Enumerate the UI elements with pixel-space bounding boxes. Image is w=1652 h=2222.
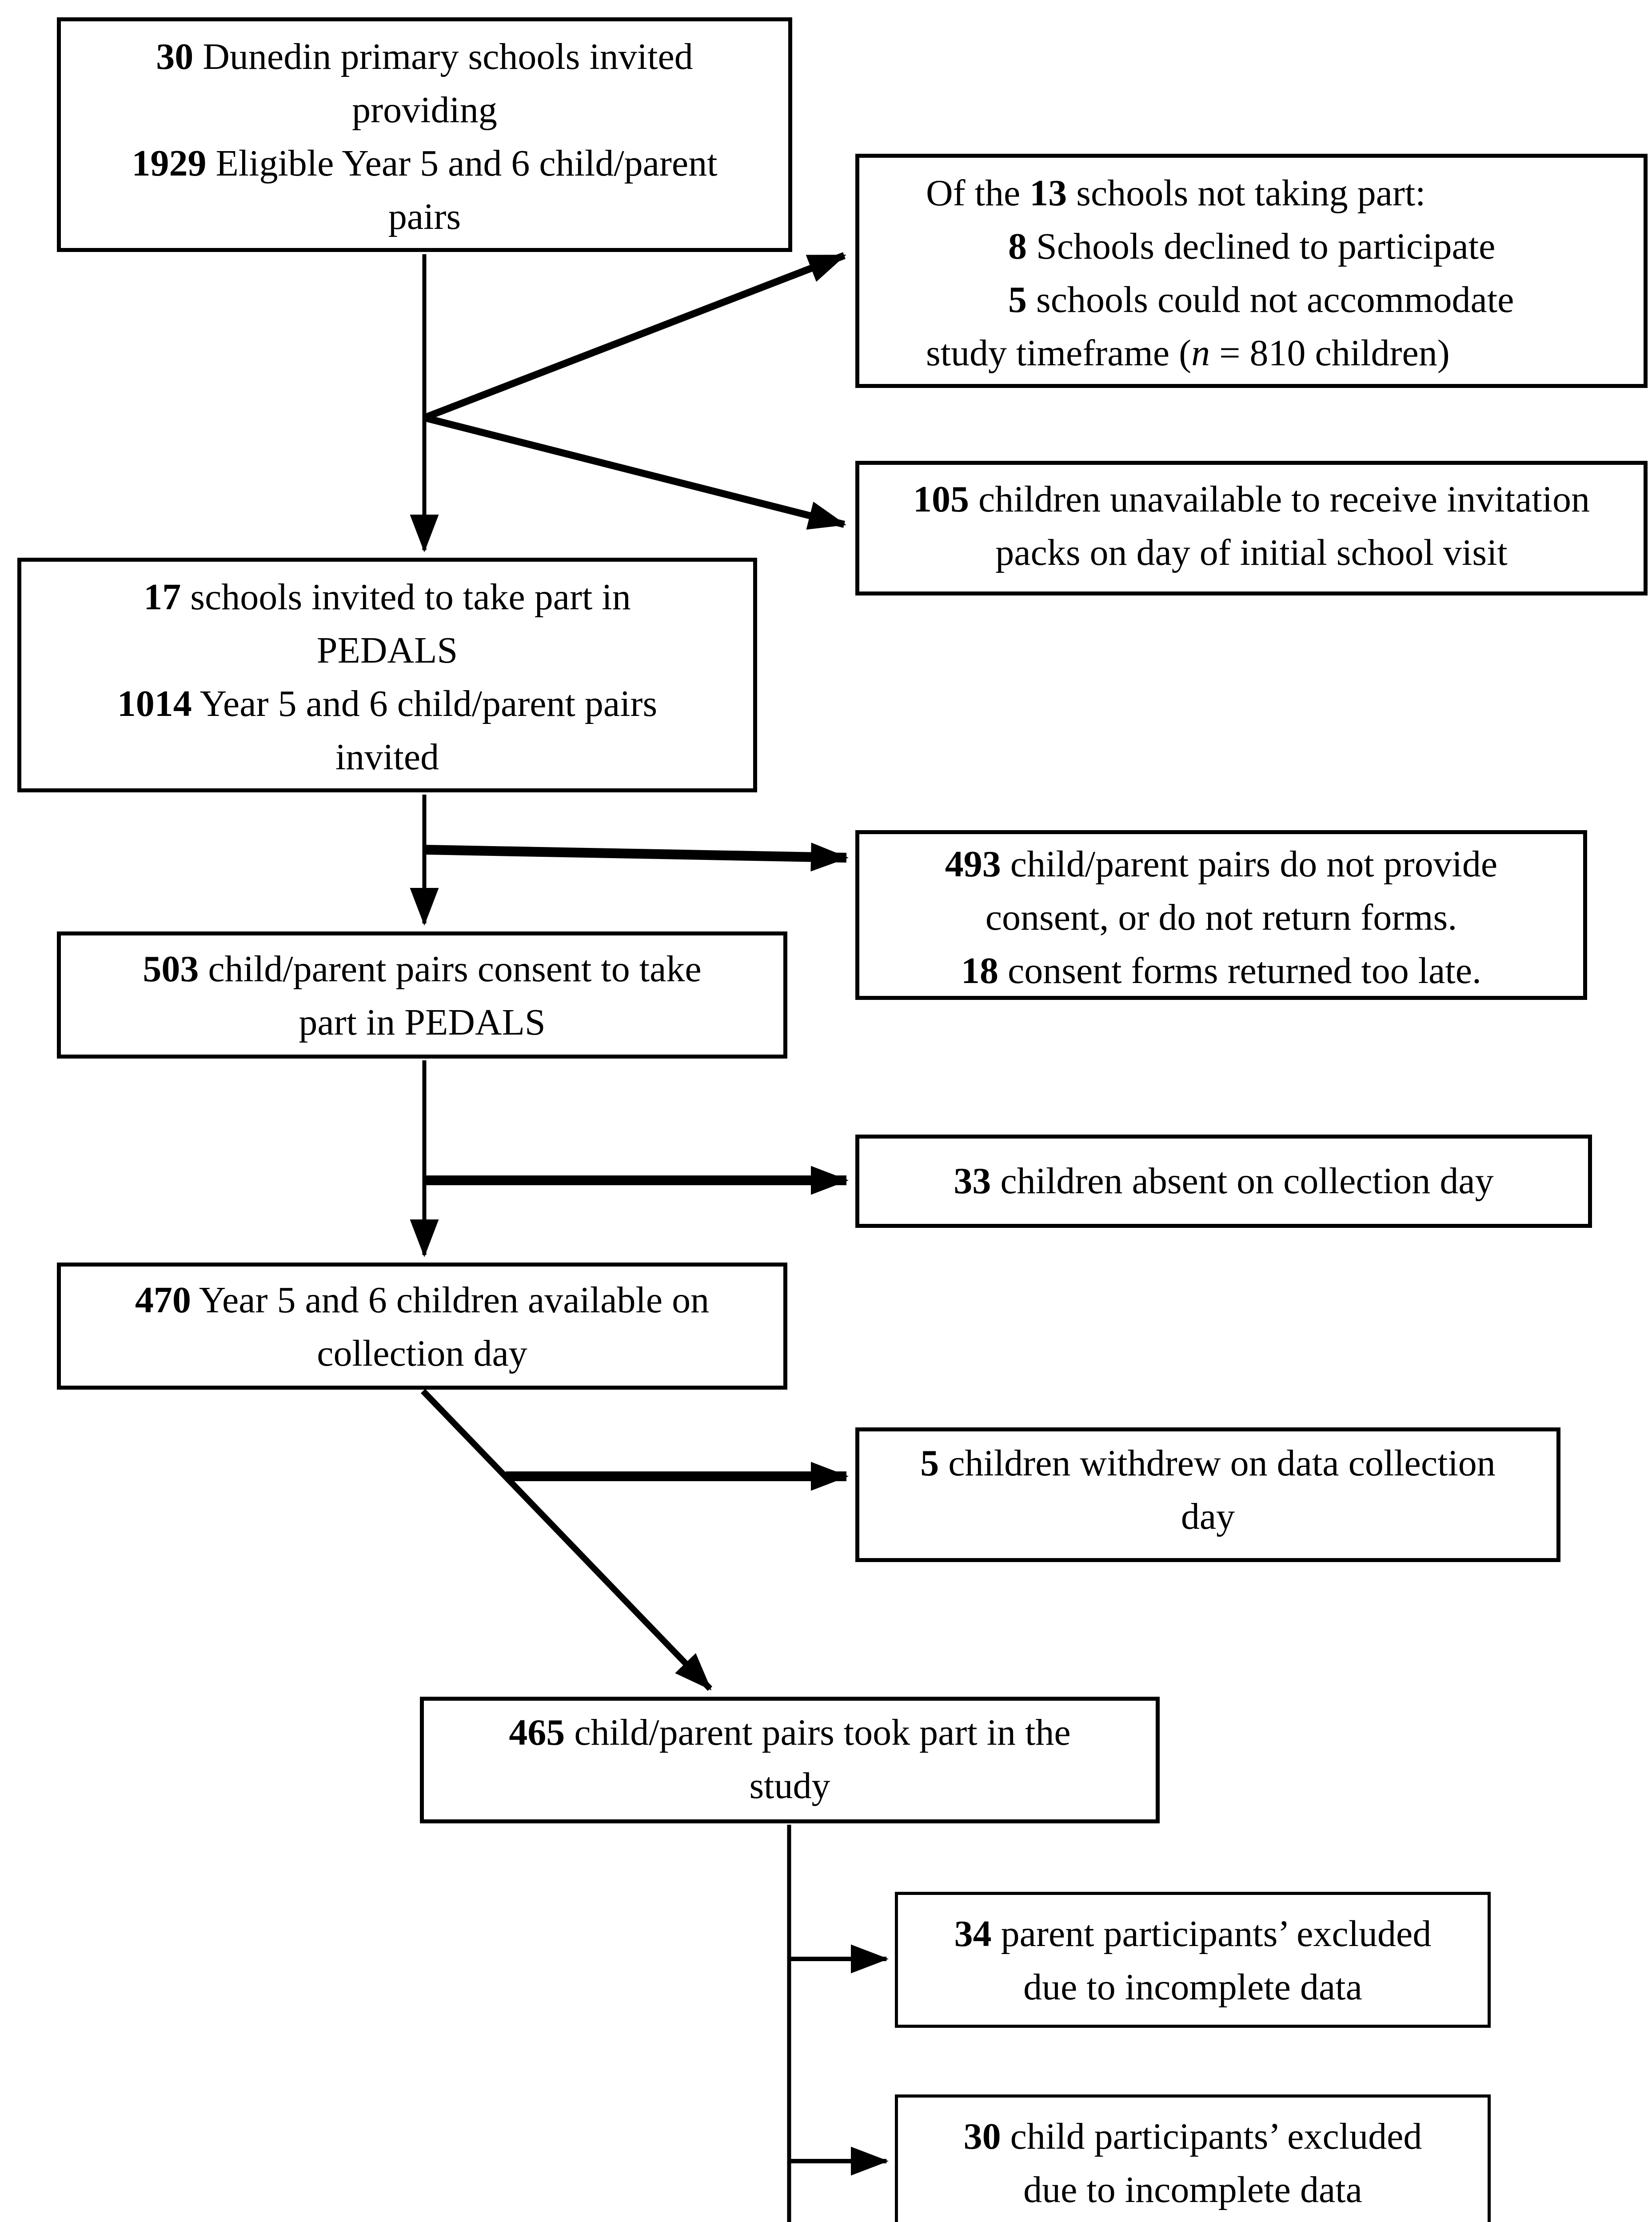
box-text-line: 503 child/parent pairs consent to take	[143, 948, 702, 990]
box-schools-invited: 30 Dunedin primary schools invited provid…	[57, 17, 792, 252]
box-absent-on-collection-day: 33 children absent on collection day	[855, 1135, 1592, 1228]
box-text-line: 30 child participants’ excluded	[963, 2116, 1422, 2157]
box-text-line: providing	[352, 89, 497, 131]
box-withdrew-on-collection-day: 5 children withdrew on data collection da…	[855, 1427, 1560, 1562]
box-text-line: 105 children unavailable to receive invi…	[913, 479, 1590, 520]
box-child-excluded: 30 child participants’ excluded due to in…	[895, 2094, 1491, 2222]
arrow-branch-to-no-consent	[424, 842, 849, 871]
box-available-on-collection-day: 470 Year 5 and 6 children available on co…	[57, 1263, 787, 1390]
box-schools-invited-pedals: 17 schools invited to take part in PEDALS…	[17, 558, 757, 792]
box-text-line: 34 parent participants’ excluded	[954, 1913, 1432, 1954]
box-text-line: 470 Year 5 and 6 children available on	[135, 1279, 710, 1321]
box-text-line: study	[749, 1765, 830, 1806]
box-text-line: invited	[335, 736, 439, 778]
box-no-consent: 493 child/parent pairs do not provide con…	[855, 830, 1587, 1000]
box-consent-to-take-part: 503 child/parent pairs consent to take pa…	[57, 931, 787, 1059]
box-text-line: pairs	[388, 196, 461, 237]
box-text-line: 30 Dunedin primary schools invited	[156, 36, 693, 77]
box-text-line: 8 Schools declined to participate	[1008, 226, 1496, 267]
box-text-line: packs on day of initial school visit	[995, 532, 1508, 573]
box-text-line: 1929 Eligible Year 5 and 6 child/parent	[132, 143, 718, 184]
arrow-available-to-took-part	[420, 1389, 713, 1691]
box-text-line: 18 consent forms returned too late.	[961, 950, 1481, 991]
box-children-unavailable: 105 children unavailable to receive invi…	[855, 461, 1648, 595]
box-text-line: consent, or do not return forms.	[985, 897, 1457, 938]
box-text-line: 1014 Year 5 and 6 child/parent pairs	[117, 683, 658, 724]
box-text-line: 17 schools invited to take part in	[144, 576, 631, 618]
box-text-line: Of the 13 schools not taking part:	[926, 172, 1426, 214]
box-text-line: PEDALS	[316, 630, 458, 671]
box-text-line: study timeframe (n = 810 children)	[926, 332, 1450, 374]
box-text-line: 465 child/parent pairs took part in the	[509, 1712, 1071, 1753]
box-text-line: due to incomplete data	[1023, 1966, 1362, 2008]
box-text-line: part in PEDALS	[299, 1002, 546, 1043]
box-text-line: collection day	[317, 1333, 527, 1374]
box-parent-excluded: 34 parent participants’ excluded due to i…	[895, 1892, 1491, 2028]
box-text-line: 5 children withdrew on data collection	[920, 1443, 1496, 1484]
box-text-line: 33 children absent on collection day	[954, 1160, 1494, 1202]
box-text-line: 5 schools could not accommodate	[1008, 279, 1514, 320]
box-schools-not-taking-part: Of the 13 schools not taking part: 8 Scho…	[855, 154, 1648, 388]
box-took-part-in-study: 465 child/parent pairs took part in the s…	[420, 1697, 1160, 1823]
arrow-branch-to-children-unavailable	[423, 414, 846, 530]
box-text-line: due to incomplete data	[1023, 2169, 1362, 2210]
box-text-line: 493 child/parent pairs do not provide	[945, 843, 1498, 885]
arrow-branch-to-schools-not-taking-part	[423, 252, 846, 421]
box-text-line: day	[1181, 1496, 1235, 1537]
